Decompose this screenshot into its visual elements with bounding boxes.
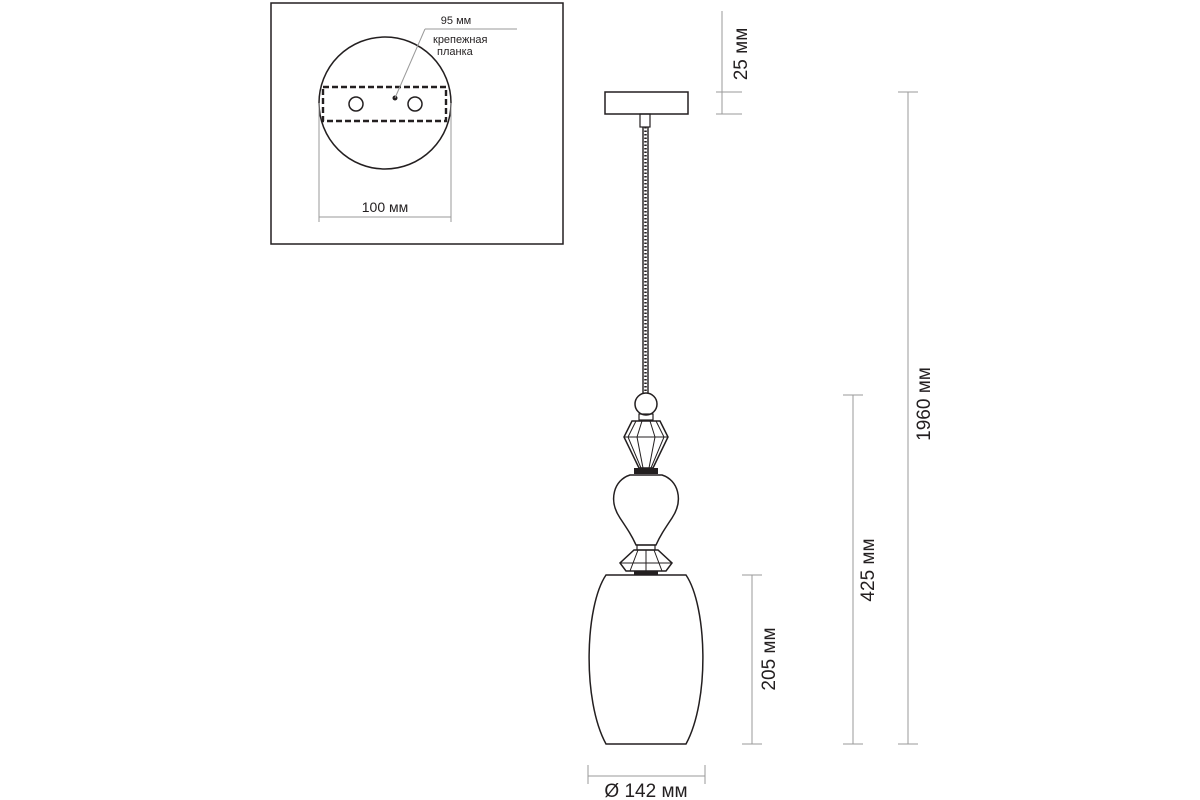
bracket-caption-line2: планка [437,46,474,58]
canopy-side [604,91,689,115]
teardrop-glass [612,474,680,546]
mounting-hole-left [348,96,364,112]
total-height-label: 1960 мм [914,367,935,441]
glass-shade [588,574,704,745]
dimension-shade-diameter: Ø 142 мм [587,765,706,800]
inset-frame [270,2,564,245]
cable-clamp [639,113,651,128]
canopy-circle [318,36,452,170]
canopy-diameter-label: 100 мм [362,199,409,215]
dimension-lamp-height: 425 мм [843,394,879,745]
canopy-height-label: 25 мм [731,28,752,81]
top-ball [634,392,658,416]
ball-collar [638,413,654,421]
pendant-lamp-side-view [588,91,704,745]
upper-crystal-cage [623,420,669,469]
callout-leader [394,28,426,99]
canopy-top-view-inset: 95 мм крепежная планка 100 мм [270,2,564,245]
upper-cage-ribs [624,420,668,469]
dimension-total-height: 1960 мм [898,91,935,745]
dimension-canopy-height: 25 мм [716,11,752,115]
dimension-shade-height: 205 мм [742,574,780,745]
upper-cage-base [634,468,658,474]
lower-cage-ribs [620,549,672,572]
bracket-width-label: 95 мм [441,15,471,27]
shade-height-label: 205 мм [759,627,780,690]
bracket-caption-line1: крепежная [433,34,488,46]
lamp-height-label: 425 мм [858,538,879,601]
shade-diameter-label: Ø 142 мм [604,781,687,800]
shade-holder [634,571,658,575]
mounting-hole-right [407,96,423,112]
mounting-bracket [321,85,448,123]
